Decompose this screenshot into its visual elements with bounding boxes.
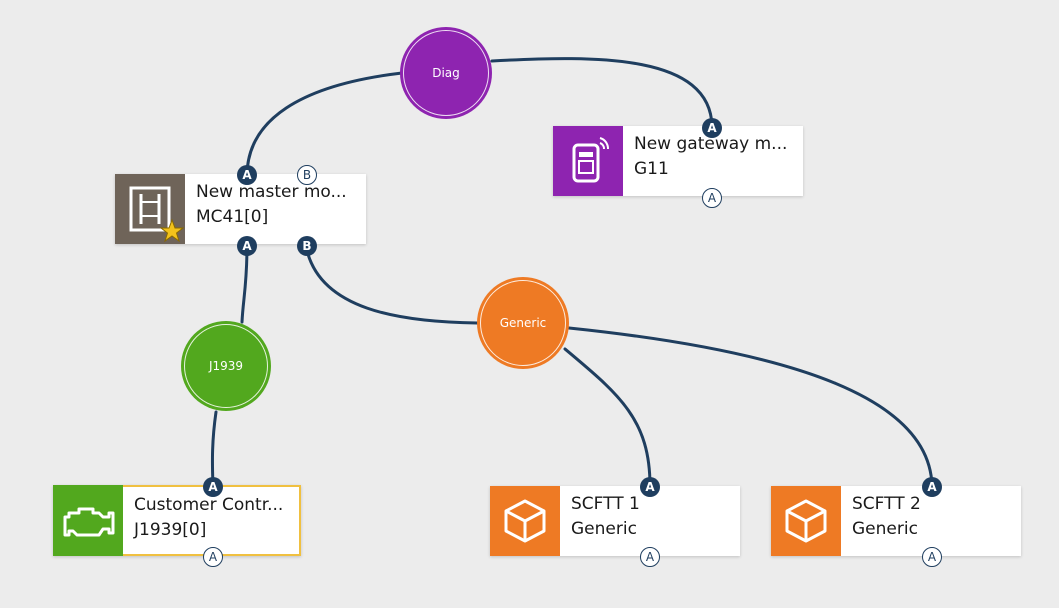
node-gateway[interactable]: New gateway m... G11 — [553, 126, 803, 196]
node-customer-title: Customer Contr... — [134, 495, 284, 515]
wire-master-b-to-generic[interactable] — [304, 244, 479, 325]
node-scftt1-text: SCFTT 1 Generic — [560, 486, 640, 556]
node-customer-controller[interactable]: Customer Contr... J1939[0] — [53, 485, 301, 556]
node-gateway-title: New gateway m... — [634, 134, 788, 154]
wire-master-a-to-j1939[interactable] — [240, 244, 249, 324]
bus-j1939[interactable]: J1939 — [181, 321, 271, 411]
node-scftt2-icon-box — [771, 486, 841, 556]
wire-master-a-to-diag[interactable] — [245, 71, 404, 178]
node-scftt-2[interactable]: SCFTT 2 Generic — [771, 486, 1021, 556]
node-scftt2-title: SCFTT 2 — [852, 494, 921, 514]
bus-generic-label: Generic — [499, 316, 547, 330]
node-master-text: New master mo... MC41[0] — [185, 174, 347, 244]
node-scftt-1[interactable]: SCFTT 1 Generic — [490, 486, 740, 556]
wire-generic-to-scftt1[interactable] — [563, 347, 652, 488]
port-scftt2-top-a[interactable]: A — [922, 477, 942, 497]
node-scftt1-icon-box — [490, 486, 560, 556]
node-scftt1-title: SCFTT 1 — [571, 494, 640, 514]
master-module-icon — [129, 186, 171, 232]
node-master-module[interactable]: New master mo... MC41[0] — [115, 174, 366, 244]
port-gateway-bottom-a[interactable]: A — [702, 188, 722, 208]
wire-generic-to-scftt2[interactable] — [567, 326, 934, 488]
port-master-top-b[interactable]: B — [297, 165, 317, 185]
gateway-device-icon — [572, 137, 609, 183]
cube-icon — [504, 499, 546, 543]
bus-j1939-label: J1939 — [208, 359, 244, 373]
port-scftt2-bottom-a[interactable]: A — [922, 547, 942, 567]
node-gateway-icon-box — [553, 126, 623, 196]
node-master-icon-box — [115, 174, 185, 244]
node-gateway-subtitle: G11 — [634, 159, 669, 179]
node-scftt1-subtitle: Generic — [571, 519, 637, 539]
engine-icon — [63, 507, 115, 536]
node-customer-icon-box — [53, 485, 123, 556]
node-gateway-text: New gateway m... G11 — [623, 126, 787, 196]
node-scftt2-text: SCFTT 2 Generic — [841, 486, 921, 556]
wire-j1939-to-customer[interactable] — [210, 410, 218, 488]
node-customer-subtitle: J1939[0] — [134, 520, 207, 540]
port-gateway-top-a[interactable]: A — [702, 118, 722, 138]
node-scftt2-subtitle: Generic — [852, 519, 918, 539]
cube-icon — [785, 499, 827, 543]
bus-diag-label: Diag — [432, 66, 460, 80]
port-scftt1-top-a[interactable]: A — [640, 477, 660, 497]
port-scftt1-bottom-a[interactable]: A — [640, 547, 660, 567]
node-customer-text: Customer Contr... J1939[0] — [123, 487, 283, 554]
bus-diag[interactable]: Diag — [400, 27, 492, 119]
port-master-bottom-b[interactable]: B — [297, 236, 317, 256]
wire-diag-to-gateway[interactable] — [490, 57, 714, 128]
port-master-top-a[interactable]: A — [237, 165, 257, 185]
node-master-subtitle: MC41[0] — [196, 207, 269, 227]
node-master-title: New master mo... — [196, 182, 347, 202]
port-master-bottom-a[interactable]: A — [237, 236, 257, 256]
port-customer-top-a[interactable]: A — [203, 477, 223, 497]
star-icon — [160, 219, 184, 243]
port-customer-bottom-a[interactable]: A — [203, 547, 223, 567]
bus-generic[interactable]: Generic — [477, 277, 569, 369]
